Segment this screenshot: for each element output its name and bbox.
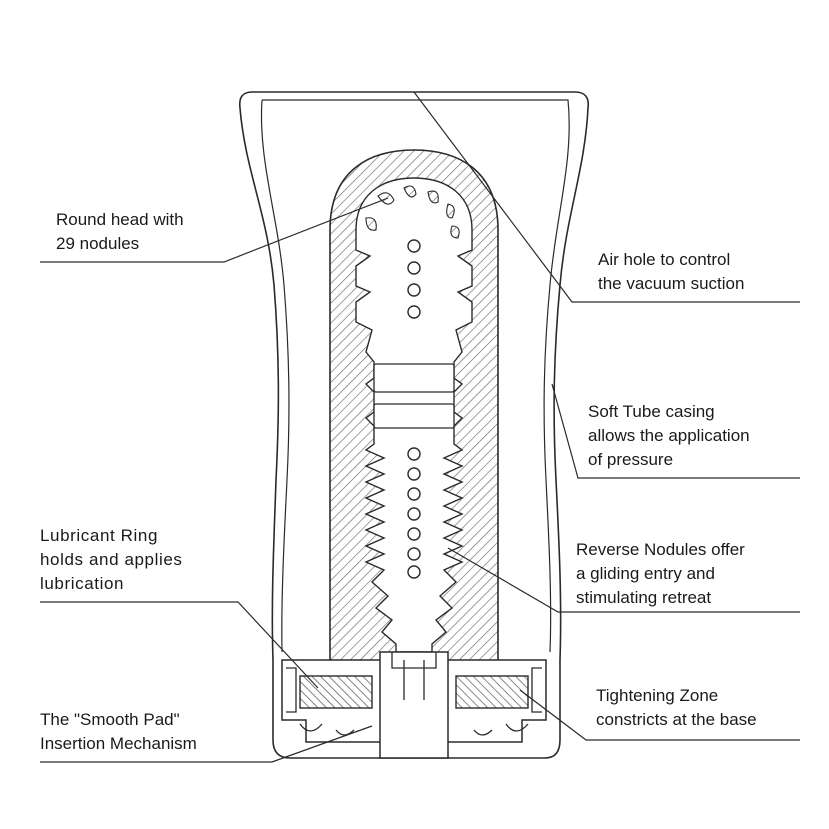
callout-reverse-nodules: Reverse Nodules offer a gliding entry an…: [576, 538, 745, 610]
callout-smooth-pad: The "Smooth Pad" Insertion Mechanism: [40, 708, 197, 756]
smooth-pad-insert: [379, 651, 449, 759]
leader-round-head: [40, 197, 389, 263]
lubricant-ring-right: [455, 675, 529, 709]
callout-tightening-zone: Tightening Zone constricts at the base: [596, 684, 757, 732]
callout-round-head-line2: 29 nodules: [56, 234, 140, 253]
leader-lubricant-ring: [40, 601, 319, 689]
callout-lubricant-ring-line2: holds and applies: [40, 550, 183, 569]
callout-smooth-pad-line2: Insertion Mechanism: [40, 734, 197, 753]
callout-reverse-nodules-line3: stimulating retreat: [576, 588, 712, 607]
leader-smooth-pad: [40, 725, 373, 763]
nodule-holes: [407, 239, 421, 579]
head-nodules: [365, 185, 460, 239]
callout-round-head-line1: Round head with: [56, 210, 184, 229]
base-clips: [286, 667, 542, 736]
insert-slot: [391, 652, 437, 700]
callout-tightening-zone-line1: Tightening Zone: [596, 686, 719, 705]
outer-casing: [238, 91, 590, 759]
inner-casing-wall: [260, 99, 570, 653]
callout-air-hole-line1: Air hole to control: [598, 250, 731, 269]
leader-air-hole: [413, 91, 800, 303]
callout-soft-tube-line2: allows the application: [588, 426, 750, 445]
callout-soft-tube: Soft Tube casing allows the application …: [588, 400, 750, 472]
leader-lines: [40, 91, 800, 763]
callout-lubricant-ring-line1: Lubricant Ring: [40, 526, 159, 545]
middle-bands: [373, 363, 455, 429]
callout-reverse-nodules-line2: a gliding entry and: [576, 564, 715, 583]
callout-tightening-zone-line2: constricts at the base: [596, 710, 757, 729]
leader-soft-tube: [551, 383, 800, 479]
callout-air-hole-line2: the vacuum suction: [598, 274, 745, 293]
callout-lubricant-ring-line3: lubrication: [40, 574, 125, 593]
callout-air-hole: Air hole to control the vacuum suction: [598, 248, 744, 296]
callout-lubricant-ring: Lubricant Ring holds and applies lubrica…: [40, 524, 183, 596]
callout-soft-tube-line1: Soft Tube casing: [588, 402, 715, 421]
leader-reverse-nodules: [447, 547, 800, 613]
callout-smooth-pad-line1: The "Smooth Pad": [40, 710, 180, 729]
callout-reverse-nodules-line1: Reverse Nodules offer: [576, 540, 745, 559]
leader-tightening-zone: [519, 689, 800, 741]
callout-soft-tube-line3: of pressure: [588, 450, 674, 469]
callout-round-head: Round head with 29 nodules: [56, 208, 184, 256]
